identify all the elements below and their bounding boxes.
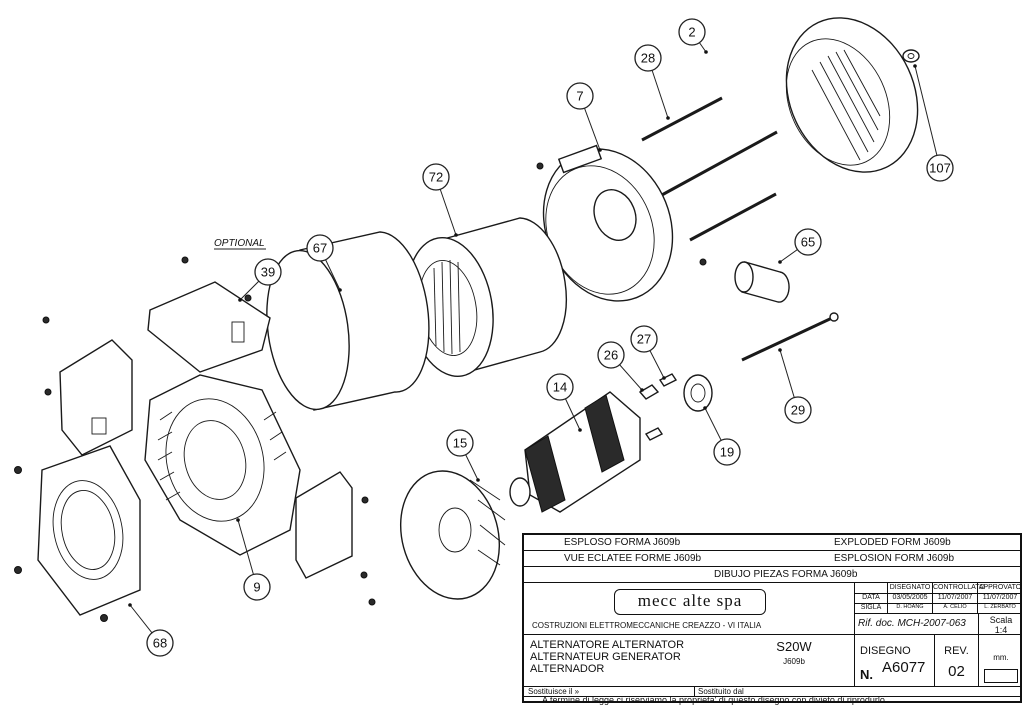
side-plate-bottom [295,471,353,579]
unit-label: mm. [993,653,1009,662]
svg-text:26: 26 [604,348,618,363]
balloon-19: 19 [703,406,741,466]
sigla-approvato: L. ZERBATO [984,604,1016,610]
svg-text:27: 27 [637,332,651,347]
svg-text:39: 39 [261,265,275,280]
desc-line-2: ALTERNATEUR GENERATOR [530,651,681,663]
balloon-39: 39 [238,258,282,302]
part-15-fan [399,470,506,600]
part-39-top-plate [147,281,271,373]
svg-text:72: 72 [429,170,443,185]
balloon-7: 7 [566,82,602,152]
optional-label: OPTIONAL [214,238,265,249]
part-29-bolt [741,312,839,362]
title-en: EXPLODED FORM J609b [834,537,951,548]
part-65-bushing [734,261,790,303]
part-14-rotor [509,391,641,513]
disegno-number: A6077 [882,659,926,676]
balloon-68: 68 [128,603,174,657]
svg-text:107: 107 [929,161,951,176]
svg-text:28: 28 [641,51,655,66]
scala-label: Scala [989,615,1013,625]
part-68-flange [37,445,141,616]
balloon-15: 15 [446,429,480,482]
title-it: ESPLOSO FORMA J609b [564,537,681,548]
legal-footer: A termine di legge ci riserviamo la prop… [542,695,888,705]
side-plate-left [59,339,133,456]
hdr-approvato: APPROVATO [978,584,1022,591]
part-72-stator [406,217,567,378]
svg-text:7: 7 [576,89,583,104]
hdr-disegnato: DISEGNATO [889,584,931,591]
rif-doc: Rif. doc. MCH-2007-063 [858,618,966,629]
svg-text:67: 67 [313,241,327,256]
desc-line-3: ALTERNADOR [530,663,605,675]
part-67-cylinder-cover [266,231,430,411]
svg-text:68: 68 [153,636,167,651]
desc-line-1: ALTERNATORE ALTERNATOR [530,639,685,651]
data-label: DATA [862,594,880,601]
svg-text:2: 2 [688,25,695,40]
svg-text:14: 14 [553,380,567,395]
rev-label: REV. [944,645,969,657]
sigla-disegnato: D. HOANG [896,604,924,610]
data-approvato: 11/07/2007 [982,594,1018,601]
part-107-nut [902,49,920,63]
company-line: COSTRUZIONI ELETTROMECCANICHE CREAZZO - … [532,621,762,630]
balloon-9: 9 [236,518,271,601]
sigla-label: SIGLA [860,604,882,611]
balloon-29: 29 [778,348,812,424]
balloon-27: 27 [630,325,666,380]
disegno-label: DISEGNO [860,645,911,657]
title-block: ESPLOSO FORMA J609b EXPLODED FORM J609b … [522,533,1022,705]
data-controllato: 11/07/2007 [937,594,973,601]
svg-text:29: 29 [791,403,805,418]
balloon-14: 14 [546,373,582,432]
balloon-107: 107 [913,64,954,182]
part-9-frame [144,374,301,556]
balloon-2: 2 [678,18,708,54]
svg-text:9: 9 [253,580,260,595]
balloon-65: 65 [778,228,822,264]
part-19-bearing [683,374,713,412]
svg-text:19: 19 [720,445,734,460]
title-de: ESPLOSION FORM J609b [834,553,955,564]
part-26-27-clips [638,373,678,441]
part-2-rear-cover [785,17,919,173]
part-7-bracket [542,144,674,302]
company-logo: mecc alte spa [614,589,766,615]
part-28-tie-rods [641,96,778,242]
title-fr: VUE ECLATEE FORME J609b [564,553,702,564]
data-disegnato: 03/05/2005 [892,594,928,601]
balloon-26: 26 [597,341,644,392]
svg-text:15: 15 [453,436,467,451]
sostituito: Sostituito dal [698,687,744,696]
sostituisce: Sostituisce il » [528,687,580,696]
balloon-67: 67 [306,234,342,292]
svg-text:65: 65 [801,235,815,250]
fasteners [14,162,707,622]
rev-value: 02 [948,663,965,680]
balloon-28: 28 [634,44,670,120]
model: S20W [776,639,812,654]
disegno-n: N. [860,667,873,682]
sigla-controllato: A. CELIO [943,604,967,610]
balloon-72: 72 [422,163,458,237]
model-sub: J609b [783,657,805,666]
scala-value: 1:4 [994,625,1008,635]
title-es: DIBUJO PIEZAS FORMA J609b [714,569,858,580]
hdr-controllato: CONTROLLATO [933,584,985,591]
projection-symbol-icon [984,669,1018,683]
